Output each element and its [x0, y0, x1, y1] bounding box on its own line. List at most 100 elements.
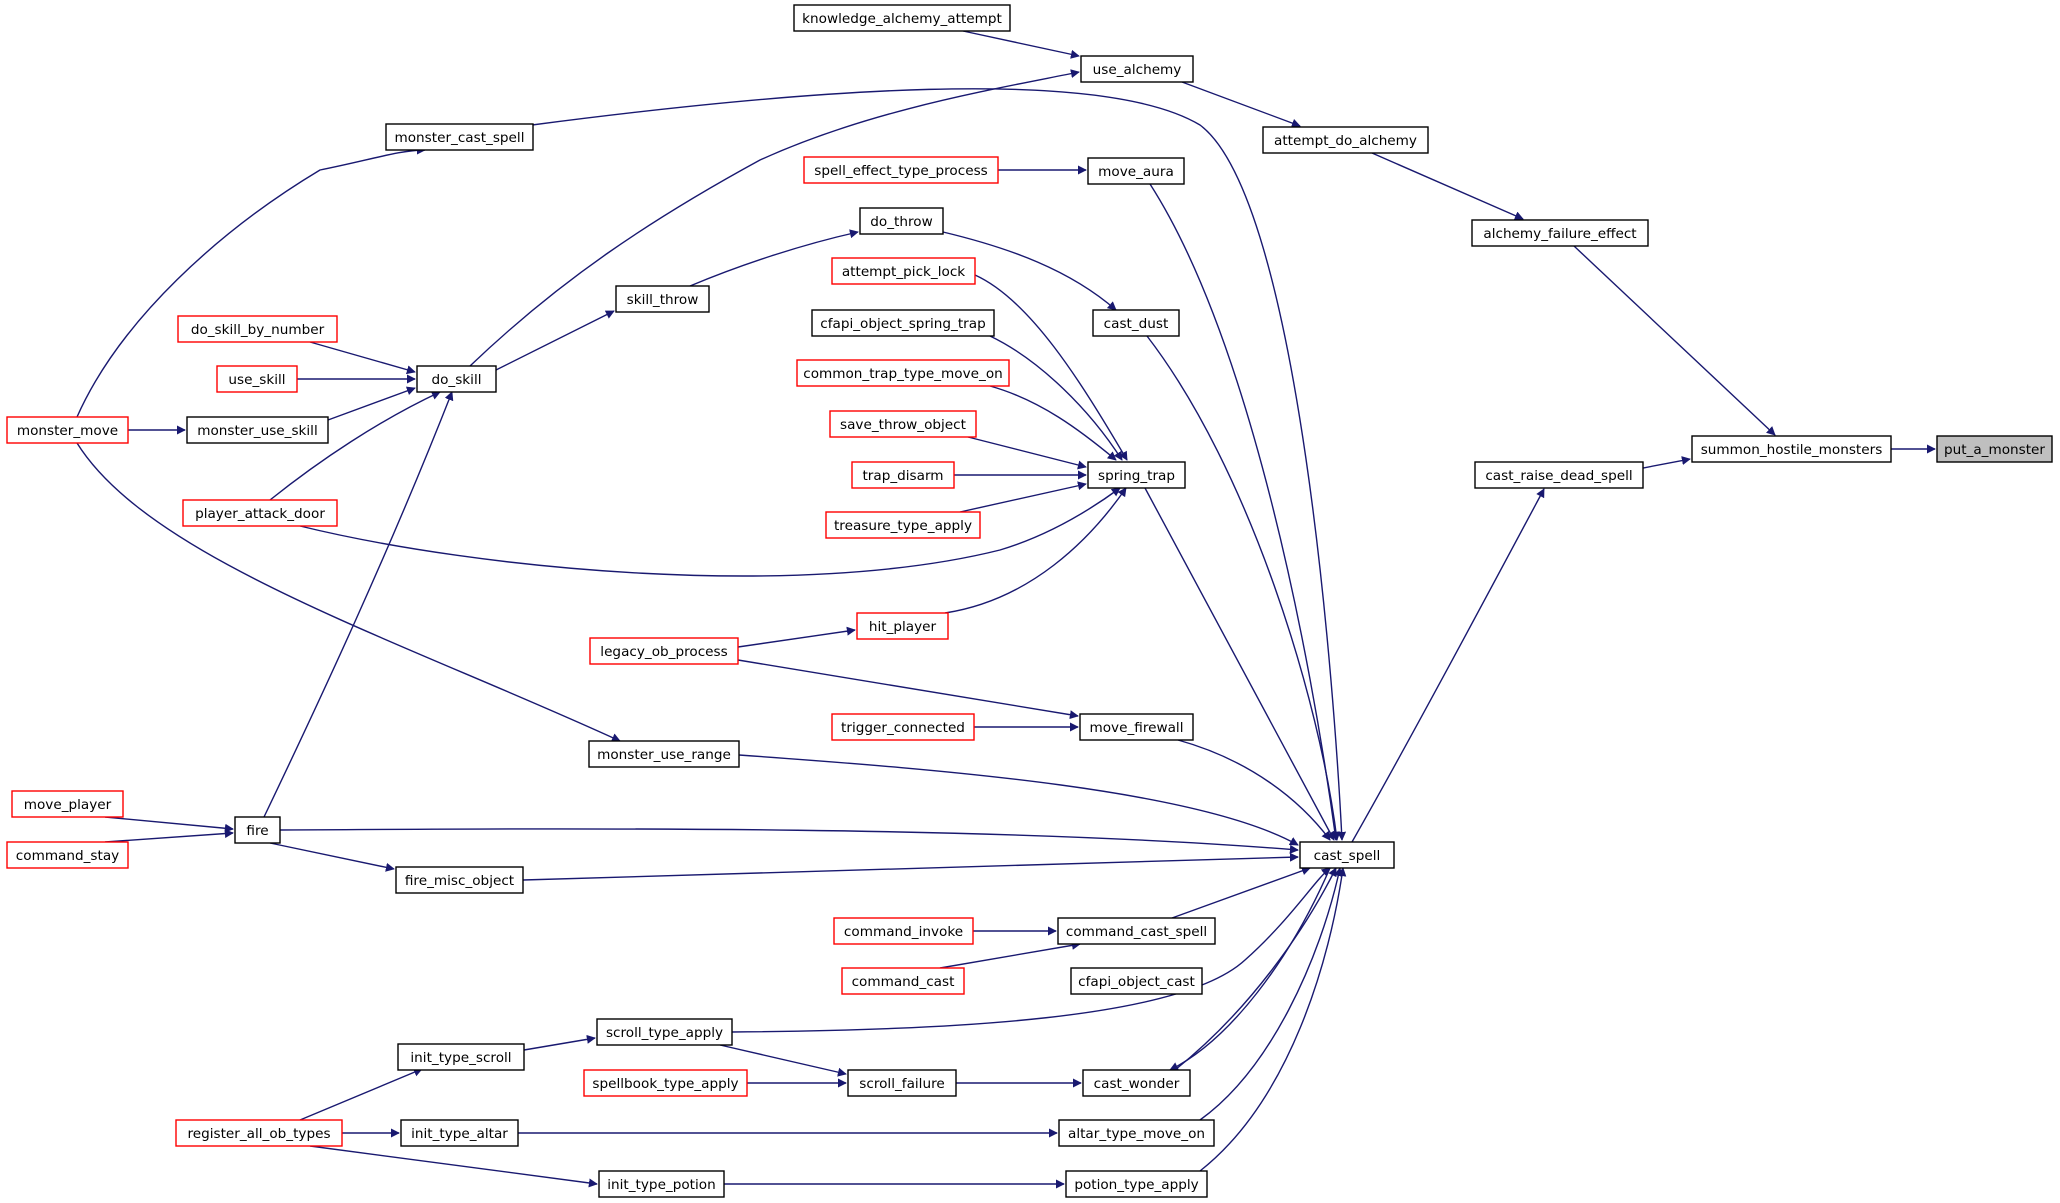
node-box-cast_wonder[interactable] [1082, 1069, 1191, 1097]
node-box-use_skill[interactable] [216, 365, 298, 393]
node-box-command_stay[interactable] [6, 841, 129, 869]
node-cast_raise_dead_spell[interactable]: cast_raise_dead_spell [1474, 461, 1644, 489]
node-box-monster_use_skill[interactable] [186, 416, 329, 444]
node-box-monster_use_range[interactable] [588, 740, 740, 768]
node-command_stay[interactable]: command_stay [6, 841, 129, 869]
node-scroll_failure[interactable]: scroll_failure [847, 1069, 957, 1097]
node-box-init_type_potion[interactable] [598, 1170, 725, 1198]
node-box-spell_effect_type_process[interactable] [803, 156, 999, 184]
node-skill_throw[interactable]: skill_throw [615, 285, 710, 313]
node-attempt_pick_lock[interactable]: attempt_pick_lock [831, 257, 976, 285]
node-spell_effect_type_process[interactable]: spell_effect_type_process [803, 156, 999, 184]
node-save_throw_object[interactable]: save_throw_object [829, 410, 977, 438]
node-box-command_invoke[interactable] [833, 917, 974, 945]
node-box-put_a_monster[interactable] [1936, 435, 2053, 463]
node-altar_type_move_on[interactable]: altar_type_move_on [1058, 1119, 1215, 1147]
node-use_skill[interactable]: use_skill [216, 365, 298, 393]
node-box-hit_player[interactable] [856, 612, 949, 640]
node-box-trigger_connected[interactable] [831, 713, 975, 741]
node-box-scroll_type_apply[interactable] [596, 1018, 733, 1046]
node-hit_player[interactable]: hit_player [856, 612, 949, 640]
node-box-move_aura[interactable] [1087, 157, 1185, 185]
node-box-init_type_scroll[interactable] [397, 1043, 525, 1071]
node-box-alchemy_failure_effect[interactable] [1471, 219, 1649, 247]
node-command_invoke[interactable]: command_invoke [833, 917, 974, 945]
node-box-cast_raise_dead_spell[interactable] [1474, 461, 1644, 489]
node-box-spellbook_type_apply[interactable] [583, 1069, 748, 1097]
node-box-trap_disarm[interactable] [851, 461, 955, 489]
node-box-attempt_pick_lock[interactable] [831, 257, 976, 285]
node-cfapi_object_spring_trap[interactable]: cfapi_object_spring_trap [811, 309, 995, 337]
node-box-move_player[interactable] [11, 790, 124, 818]
node-box-scroll_failure[interactable] [847, 1069, 957, 1097]
node-spellbook_type_apply[interactable]: spellbook_type_apply [583, 1069, 748, 1097]
node-potion_type_apply[interactable]: potion_type_apply [1065, 1170, 1208, 1198]
node-summon_hostile_monsters[interactable]: summon_hostile_monsters [1691, 435, 1892, 463]
node-cast_spell[interactable]: cast_spell [1299, 841, 1395, 869]
node-box-use_alchemy[interactable] [1080, 55, 1194, 83]
node-trap_disarm[interactable]: trap_disarm [851, 461, 955, 489]
node-box-common_trap_type_move_on[interactable] [796, 359, 1010, 387]
node-init_type_scroll[interactable]: init_type_scroll [397, 1043, 525, 1071]
node-init_type_altar[interactable]: init_type_altar [400, 1119, 519, 1147]
node-box-altar_type_move_on[interactable] [1058, 1119, 1215, 1147]
node-legacy_ob_process[interactable]: legacy_ob_process [589, 637, 739, 665]
node-do_skill[interactable]: do_skill [416, 365, 497, 393]
node-box-cast_spell[interactable] [1299, 841, 1395, 869]
node-box-attempt_do_alchemy[interactable] [1262, 126, 1429, 154]
node-box-do_throw[interactable] [859, 207, 944, 235]
node-box-do_skill[interactable] [416, 365, 497, 393]
node-box-spring_trap[interactable] [1087, 461, 1186, 489]
node-command_cast[interactable]: command_cast [841, 967, 965, 995]
node-fire[interactable]: fire [234, 816, 281, 844]
node-box-command_cast[interactable] [841, 967, 965, 995]
node-box-monster_move[interactable] [6, 416, 129, 444]
node-move_firewall[interactable]: move_firewall [1079, 713, 1194, 741]
node-box-skill_throw[interactable] [615, 285, 710, 313]
node-register_all_ob_types[interactable]: register_all_ob_types [175, 1119, 343, 1147]
node-common_trap_type_move_on[interactable]: common_trap_type_move_on [796, 359, 1010, 387]
node-cast_dust[interactable]: cast_dust [1092, 309, 1180, 337]
node-attempt_do_alchemy[interactable]: attempt_do_alchemy [1262, 126, 1429, 154]
node-box-move_firewall[interactable] [1079, 713, 1194, 741]
node-monster_cast_spell[interactable]: monster_cast_spell [385, 123, 534, 151]
node-move_player[interactable]: move_player [11, 790, 124, 818]
node-box-fire_misc_object[interactable] [395, 866, 524, 894]
node-box-cfapi_object_spring_trap[interactable] [811, 309, 995, 337]
node-box-init_type_altar[interactable] [400, 1119, 519, 1147]
node-alchemy_failure_effect[interactable]: alchemy_failure_effect [1471, 219, 1649, 247]
node-box-register_all_ob_types[interactable] [175, 1119, 343, 1147]
node-monster_use_skill[interactable]: monster_use_skill [186, 416, 329, 444]
node-command_cast_spell[interactable]: command_cast_spell [1057, 917, 1216, 945]
node-box-do_skill_by_number[interactable] [177, 315, 338, 343]
node-move_aura[interactable]: move_aura [1087, 157, 1185, 185]
node-box-knowledge_alchemy_attempt[interactable] [793, 4, 1011, 32]
node-use_alchemy[interactable]: use_alchemy [1080, 55, 1194, 83]
node-put_a_monster[interactable]: put_a_monster [1936, 435, 2053, 463]
node-scroll_type_apply[interactable]: scroll_type_apply [596, 1018, 733, 1046]
node-box-fire[interactable] [234, 816, 281, 844]
node-box-command_cast_spell[interactable] [1057, 917, 1216, 945]
node-box-monster_cast_spell[interactable] [385, 123, 534, 151]
node-player_attack_door[interactable]: player_attack_door [182, 499, 338, 527]
node-init_type_potion[interactable]: init_type_potion [598, 1170, 725, 1198]
node-box-player_attack_door[interactable] [182, 499, 338, 527]
node-box-treasure_type_apply[interactable] [825, 511, 981, 539]
node-box-cast_dust[interactable] [1092, 309, 1180, 337]
node-do_throw[interactable]: do_throw [859, 207, 944, 235]
node-fire_misc_object[interactable]: fire_misc_object [395, 866, 524, 894]
node-do_skill_by_number[interactable]: do_skill_by_number [177, 315, 338, 343]
node-box-legacy_ob_process[interactable] [589, 637, 739, 665]
node-trigger_connected[interactable]: trigger_connected [831, 713, 975, 741]
node-cast_wonder[interactable]: cast_wonder [1082, 1069, 1191, 1097]
node-box-summon_hostile_monsters[interactable] [1691, 435, 1892, 463]
node-box-save_throw_object[interactable] [829, 410, 977, 438]
node-treasure_type_apply[interactable]: treasure_type_apply [825, 511, 981, 539]
node-box-cfapi_object_cast[interactable] [1070, 967, 1203, 995]
node-spring_trap[interactable]: spring_trap [1087, 461, 1186, 489]
node-cfapi_object_cast[interactable]: cfapi_object_cast [1070, 967, 1203, 995]
node-box-potion_type_apply[interactable] [1065, 1170, 1208, 1198]
node-monster_move[interactable]: monster_move [6, 416, 129, 444]
node-knowledge_alchemy_attempt[interactable]: knowledge_alchemy_attempt [793, 4, 1011, 32]
node-monster_use_range[interactable]: monster_use_range [588, 740, 740, 768]
